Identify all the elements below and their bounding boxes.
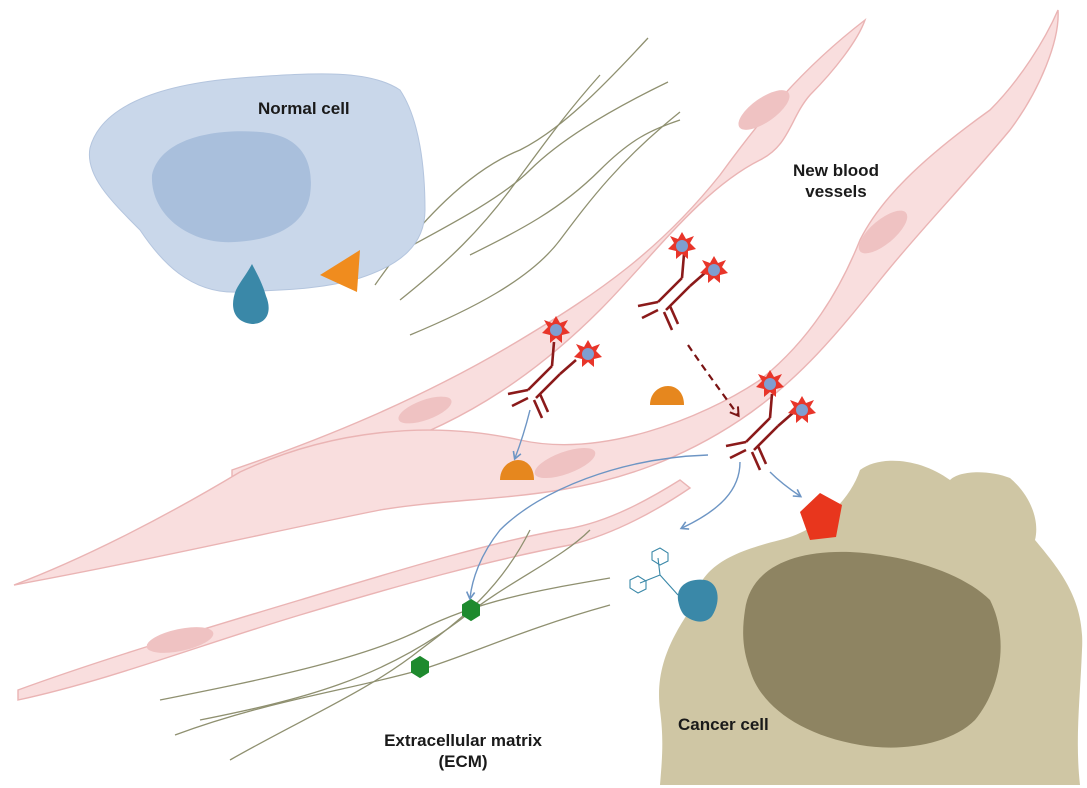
vessel-nucleus [858,210,908,254]
cancer-cell [659,460,1083,785]
vessel-nucleus [398,396,452,424]
antibody-drug-conjugate-bound [725,370,816,471]
cancer-cell-nucleus [743,551,1001,748]
arrow-to-cancer-antigen [769,471,803,498]
new-blood-vessels-label-line1: New blood [793,161,879,180]
new-blood-vessels-label: New blood vessels [786,160,886,202]
antibody-drug-conjugate-middle [507,316,602,419]
ecm-label: Extracellular matrix (ECM) [368,730,558,772]
blood-vessel-bottom [17,479,692,701]
vessel-nucleus [534,447,596,479]
dashed-arrow-to-tumor [687,344,740,418]
normal-cell-label: Normal cell [258,99,350,118]
cancer-cell-label: Cancer cell [678,715,769,734]
blood-vessel-lower-long [13,9,1059,586]
red-pentagon-antigen [800,493,842,540]
arrow-to-cancer-receptor [679,461,741,530]
glycan-branches [629,547,679,596]
orange-semicircle-antigen [500,460,534,480]
ecm-label-line1: Extracellular matrix [384,731,542,750]
ecm-fibers-lower [159,529,611,761]
teal-receptor-cancer-cell [677,579,718,622]
orange-triangle-antigen [320,250,360,292]
arrow-to-ecm [465,454,709,601]
teal-receptor-normal-cell [233,264,269,324]
blood-vessel-upper [231,18,867,479]
ecm-label-line2: (ECM) [438,752,488,771]
green-hexagon-ecm-target [411,655,429,679]
vessel-nucleus [738,90,790,130]
normal-cell-nucleus [151,131,311,243]
orange-semicircle-antigen [650,386,684,405]
green-hexagon-ecm-target [462,598,480,622]
vessel-nucleus [146,627,214,653]
antibody-drug-conjugate-top [637,232,728,331]
new-blood-vessels-label-line2: vessels [805,182,867,201]
normal-cell [88,73,426,293]
arrow-to-vessel-antigen [512,409,531,461]
